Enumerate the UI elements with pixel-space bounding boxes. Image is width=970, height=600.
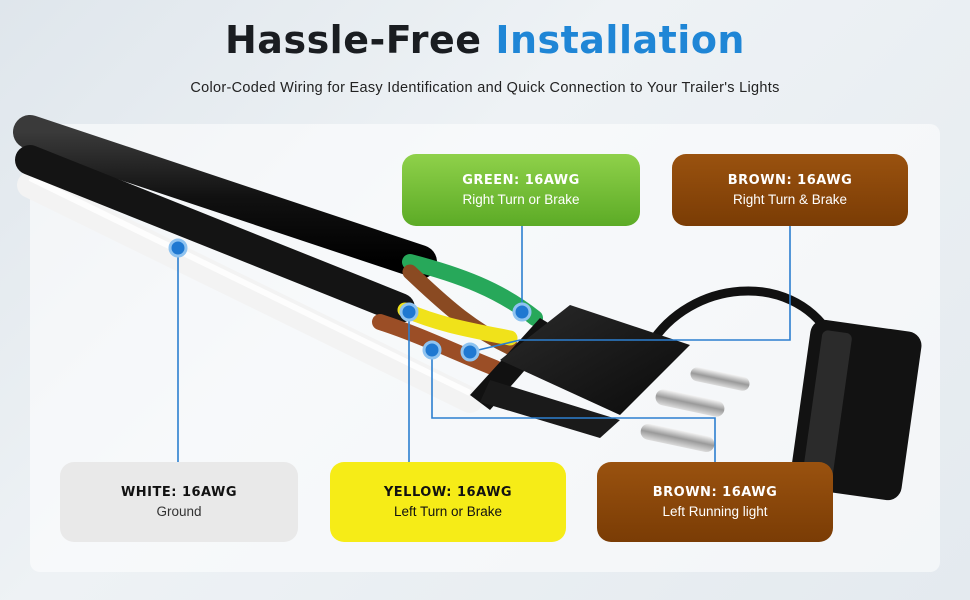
marker-white (168, 238, 188, 258)
label-green-head: GREEN: 16AWG (462, 173, 580, 188)
black-sheath-lower (15, 145, 415, 323)
label-yellow-head: YELLOW: 16AWG (383, 485, 513, 500)
leader-brown-left (431, 350, 716, 462)
label-brown-right-desc: Right Turn & Brake (732, 192, 848, 207)
label-green-wire: GREEN: 16AWG Right Turn or Brake (402, 154, 640, 226)
title-part1: Hassle-Free (225, 18, 482, 62)
label-yellow-wire: YELLOW: 16AWG Left Turn or Brake (330, 462, 566, 542)
label-white-desc: Ground (156, 504, 202, 519)
label-brown-left-head: BROWN: 16AWG (652, 485, 778, 500)
label-brown-left-desc: Left Running light (662, 504, 768, 519)
label-yellow-desc: Left Turn or Brake (393, 504, 503, 519)
black-sheath-upper (13, 115, 437, 279)
label-white-wire: WHITE: 16AWG Ground (60, 462, 298, 542)
label-white-head: WHITE: 16AWG (120, 485, 238, 500)
page-title: Hassle-Free Installation (0, 18, 970, 62)
white-wire (17, 172, 483, 413)
connector-pins (640, 367, 750, 453)
label-brown-left-wire: BROWN: 16AWG Left Running light (597, 462, 833, 542)
marker-yellow (399, 302, 419, 322)
marker-brown-left (422, 340, 442, 360)
page-subtitle: Color-Coded Wiring for Easy Identificati… (190, 80, 780, 96)
cap-loop (646, 286, 834, 348)
connector-body (500, 305, 690, 415)
leader-brown-right (469, 226, 791, 353)
label-green-desc: Right Turn or Brake (462, 192, 580, 207)
label-brown-right-head: BROWN: 16AWG (727, 173, 853, 188)
marker-green (512, 302, 532, 322)
marker-brown-right (460, 342, 480, 362)
title-part2: Installation (495, 18, 745, 62)
label-brown-right-wire: BROWN: 16AWG Right Turn & Brake (672, 154, 908, 226)
